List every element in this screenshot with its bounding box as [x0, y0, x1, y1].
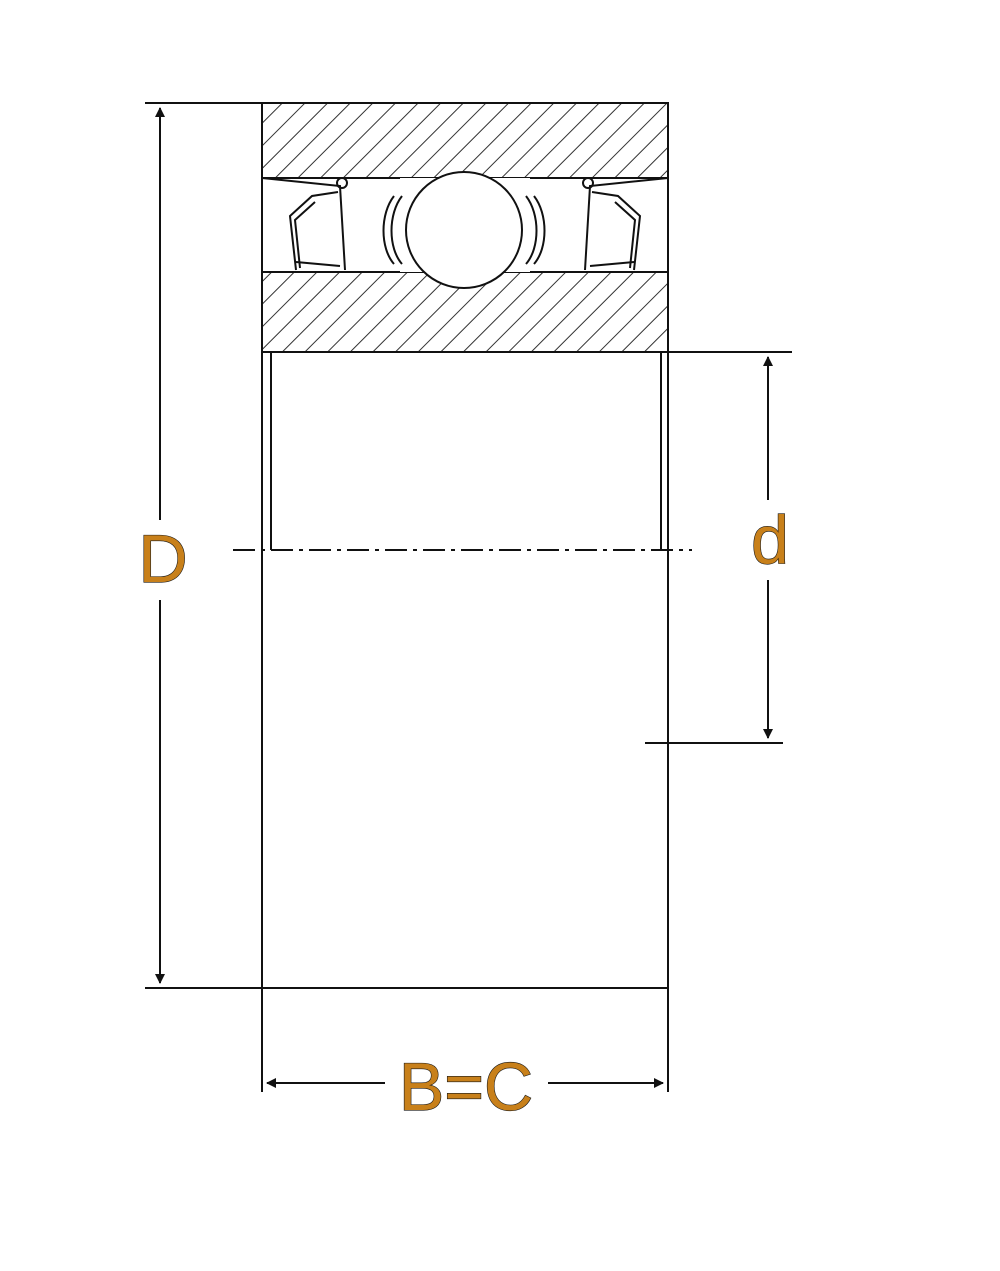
label-D: D: [138, 521, 187, 597]
seal-left: [261, 177, 348, 271]
label-d: d: [751, 502, 789, 578]
cage: [382, 195, 546, 265]
dimension-B-C: [261, 800, 669, 1092]
label-B-C: B=C: [399, 1049, 533, 1125]
seal-right: [582, 177, 669, 271]
section-outline: [261, 103, 669, 352]
dimension-d: [645, 351, 792, 744]
dimension-D: [145, 102, 318, 989]
bearing-body-outline: [261, 352, 669, 989]
ball: [400, 171, 530, 289]
outer-ring-section: [261, 102, 669, 179]
